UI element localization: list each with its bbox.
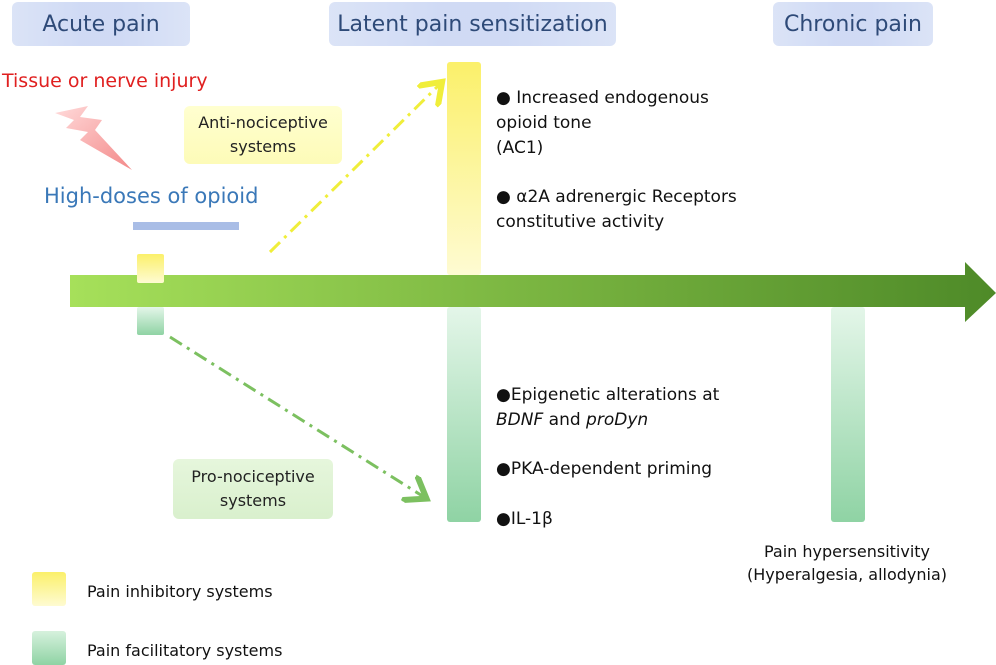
phase-latent-label: Latent pain sensitization [337,11,608,37]
inhibitory-item-1-line1: Increased endogenous [516,88,709,108]
outcome-line2: (Hyperalgesia, allodynia) [746,565,948,584]
phase-acute-label: Acute pain [42,11,160,37]
acute-inhibitory-bar [137,254,164,283]
outcome-label: Pain hypersensitivity (Hyperalgesia, all… [742,540,952,586]
facilitatory-item-2-text: PKA-dependent priming [510,459,713,479]
phase-latent-header: Latent pain sensitization [329,2,616,46]
pro-box-line2: systems [219,491,287,510]
anti-box-line2: systems [229,137,297,156]
latent-inhibitory-bar [447,62,481,275]
inhibitory-item-1-line2: opioid tone [496,113,592,133]
legend-facilitatory-label: Pain facilitatory systems [87,641,283,660]
pro-nociceptive-box: Pro-nociceptive systems [173,459,333,519]
pro-box-line1: Pro-nociceptive [191,467,315,486]
bullet-icon: ● [496,509,511,529]
gene-bdnf: BDNF [496,410,544,430]
anti-box-line1: Anti-nociceptive [198,113,328,132]
phase-chronic-header: Chronic pain [773,2,933,46]
inhibitory-item-2-line1: α2A adrenergic Receptors [516,187,737,207]
legend-facilitatory-swatch [32,631,66,665]
facilitatory-item-3: ●IL-1β [496,507,553,532]
anti-nociceptive-box: Anti-nociceptive systems [184,106,342,164]
bullet-icon: ● [496,187,511,207]
bullet-icon: ● [496,459,511,479]
legend-inhibitory-swatch [32,572,66,606]
chronic-facilitatory-bar [831,307,865,522]
inhibitory-item-2-line2: constitutive activity [496,212,665,232]
opioid-bar [133,222,239,230]
facilitatory-item-1: ●Epigenetic alterations at BDNF and proD… [496,383,719,433]
lightning-bolt-icon [55,106,132,170]
phase-acute-header: Acute pain [12,2,190,46]
timeline-arrow [70,262,996,322]
bullet-icon: ● [496,385,511,405]
conjunction: and [543,410,587,430]
bullet-icon: ● [496,88,511,108]
legend-inhibitory-label: Pain inhibitory systems [87,582,273,601]
latent-facilitatory-bar [447,307,481,522]
acute-facilitatory-bar [137,307,164,335]
anti-nociceptive-arrow [268,84,440,254]
inhibitory-item-2: ● α2A adrenergic Receptors constitutive … [496,185,737,235]
outcome-line1: Pain hypersensitivity [763,542,931,561]
facilitatory-item-2: ●PKA-dependent priming [496,457,712,482]
inhibitory-item-1-line3: (AC1) [496,138,544,158]
opioid-label: High-doses of opioid [44,184,259,208]
gene-prodyn: proDyn [586,410,649,430]
phase-chronic-label: Chronic pain [784,11,922,37]
pro-nociceptive-arrow [169,335,424,497]
inhibitory-item-1: ● Increased endogenous opioid tone (AC1) [496,86,709,161]
facilitatory-item-1-line1: Epigenetic alterations at [510,385,720,405]
facilitatory-item-3-text: IL-1β [510,509,553,529]
injury-label: Tissue or nerve injury [2,70,208,92]
